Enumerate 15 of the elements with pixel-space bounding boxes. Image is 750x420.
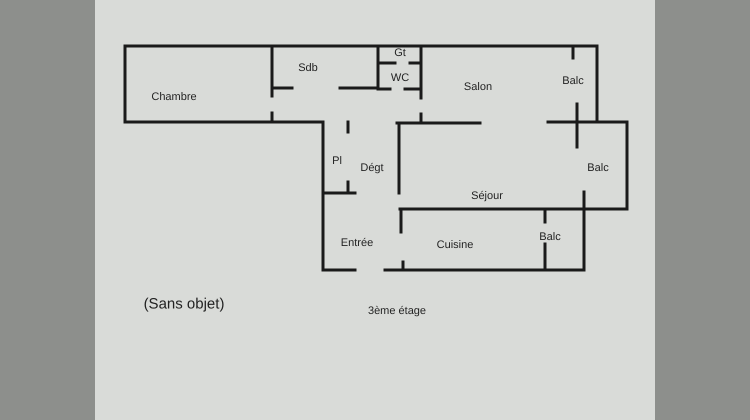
room-label: Dégt (360, 162, 384, 174)
room-label: Balc (539, 231, 561, 243)
plan-note: (Sans objet) (144, 296, 224, 312)
plan-note: 3ème étage (368, 305, 426, 317)
room-label: Chambre (151, 91, 197, 103)
room-label: Sdb (298, 62, 318, 74)
room-label: Séjour (471, 190, 503, 202)
room-label: Entrée (340, 237, 374, 249)
room-label: Salon (464, 81, 492, 93)
room-label: Cuisine (436, 239, 474, 251)
room-label: Gt (394, 47, 406, 59)
room-label: Pl (332, 155, 342, 167)
room-label: WC (390, 72, 410, 84)
room-label: Balc (562, 75, 584, 87)
room-label: Balc (587, 162, 609, 174)
